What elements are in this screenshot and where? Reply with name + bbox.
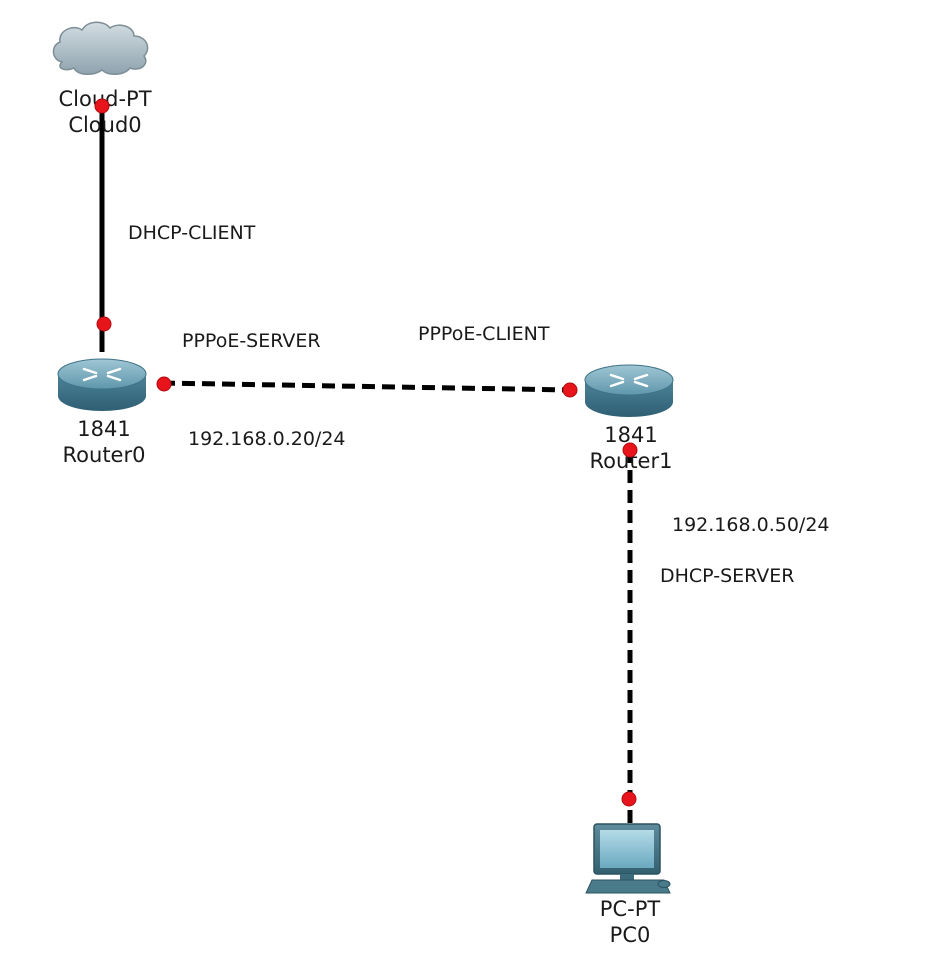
port-dot-pc0: [621, 791, 637, 807]
port-dot-router0-top: [96, 316, 112, 332]
router0-name-label: Router0: [63, 443, 146, 467]
cloud0-device[interactable]: Cloud-PT Cloud0: [52, 21, 152, 137]
router0-ip-label: 192.168.0.20/24: [188, 428, 346, 450]
port-dot-router1-left: [562, 382, 578, 398]
dhcp-server-label: DHCP-SERVER: [660, 565, 795, 587]
port-dot-router0-right: [156, 376, 172, 392]
pppoe-client-label: PPPoE-CLIENT: [418, 323, 550, 345]
router-icon: [584, 364, 674, 417]
cloud-icon: [52, 21, 149, 75]
dhcp-client-label: DHCP-CLIENT: [128, 222, 256, 244]
pc-icon: [585, 823, 671, 894]
port-dot-cloud0: [94, 98, 110, 114]
pc0-model-label: PC-PT: [600, 897, 661, 921]
router-icon: [57, 358, 147, 411]
pc0-name-label: PC0: [610, 923, 651, 947]
port-dot-router1-bottom: [622, 442, 638, 458]
router0-model-label: 1841: [77, 417, 130, 441]
router0-device[interactable]: 1841 Router0: [57, 358, 147, 467]
pppoe-server-label: PPPoE-SERVER: [182, 330, 321, 352]
router1-ip-label: 192.168.0.50/24: [672, 514, 830, 536]
cloud0-name-label: Cloud0: [68, 113, 141, 137]
link-router0-router1: [161, 380, 573, 393]
pc0-device[interactable]: PC-PT PC0: [585, 823, 671, 947]
